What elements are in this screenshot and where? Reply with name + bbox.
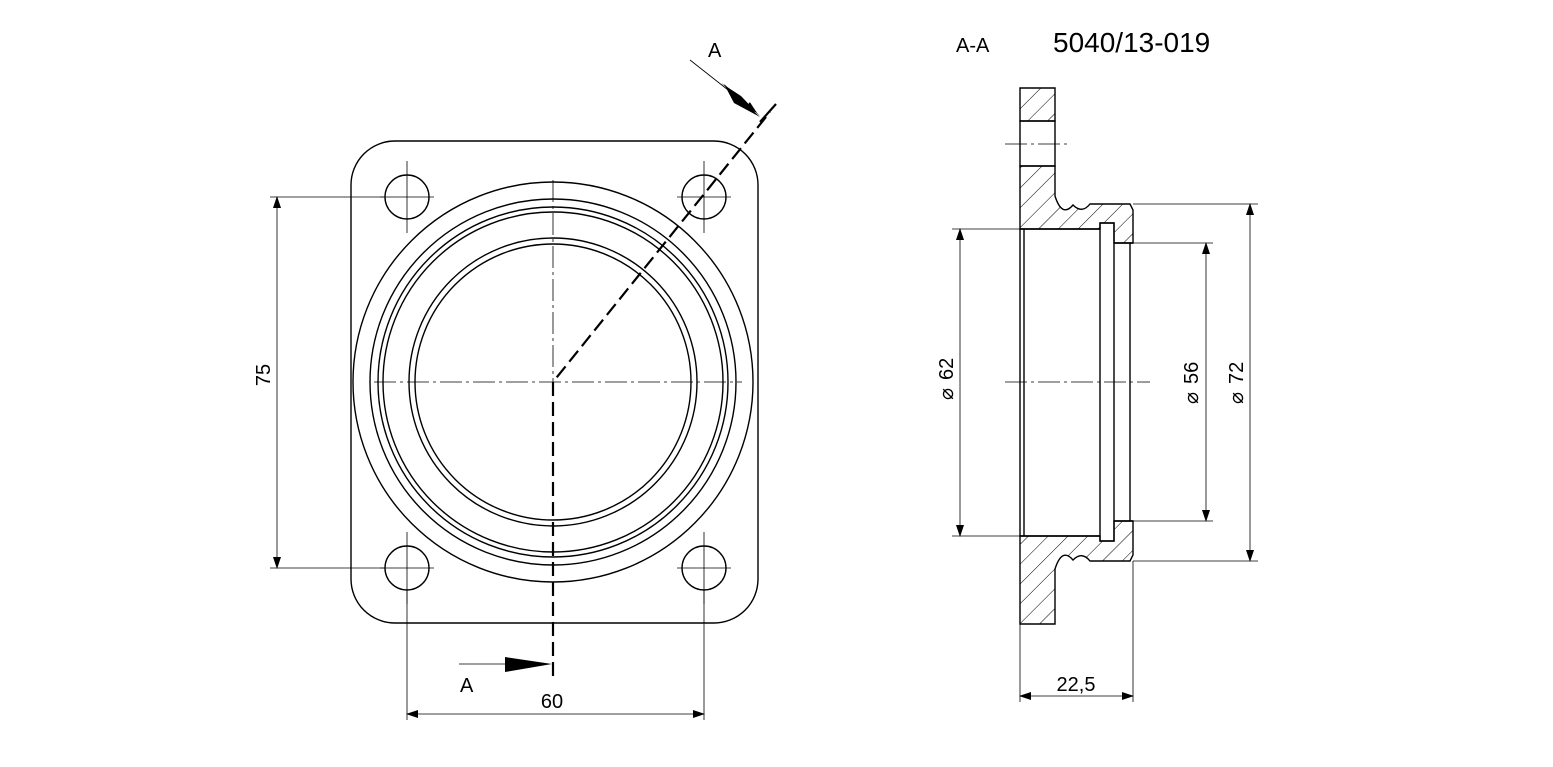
cut-marker-bottom: A xyxy=(460,675,474,697)
section-top-gap xyxy=(1019,120,1056,167)
cut-end-tick-top xyxy=(759,103,777,123)
flange-outline xyxy=(350,140,759,624)
diameter-symbol-icon: ⌀ xyxy=(1181,392,1203,404)
section-top-hatch xyxy=(1019,87,1056,122)
dimension-dia-56: ⌀ 56 xyxy=(1133,242,1213,522)
dia-62-value: 62 xyxy=(936,358,958,380)
diameter-symbol-icon: ⌀ xyxy=(936,388,958,400)
length-value: 22,5 xyxy=(1057,674,1096,696)
dia-56-value: 56 xyxy=(1181,362,1203,384)
section-arrow-head-bottom xyxy=(505,657,552,672)
bolt-hole-top-right xyxy=(677,161,731,233)
width-value: 60 xyxy=(541,691,563,713)
part-number: 5040/13-019 xyxy=(1053,27,1210,58)
dimension-dia-62: ⌀ 62 xyxy=(936,228,1020,537)
dimension-length: 22,5 xyxy=(1019,561,1134,702)
section-bottom-flange-hatch xyxy=(1019,520,1134,625)
bolt-hole-top-left xyxy=(380,161,434,233)
dimension-dia-72: ⌀ 72 xyxy=(1133,203,1258,562)
section-cut-line xyxy=(551,111,771,676)
section-arrow-head-top-fill xyxy=(724,84,760,117)
height-value: 75 xyxy=(253,364,275,386)
section-view: A-A 5040/13-019 ⌀ 62 xyxy=(936,27,1258,702)
cut-marker-top: A xyxy=(708,40,722,62)
front-view: A A 75 60 xyxy=(253,40,777,720)
section-label: A-A xyxy=(956,35,990,57)
dimension-height: 75 xyxy=(253,196,385,569)
dimension-width: 60 xyxy=(406,590,705,720)
dia-72-value: 72 xyxy=(1226,362,1248,384)
diameter-symbol-icon: ⌀ xyxy=(1226,392,1248,404)
section-top-flange-hatch xyxy=(1019,165,1134,244)
